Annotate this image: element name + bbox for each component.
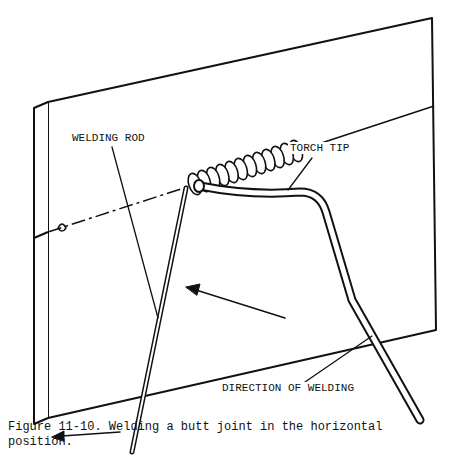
leader-line bbox=[288, 158, 312, 190]
torch-nozzle bbox=[194, 180, 204, 192]
leader-line bbox=[112, 147, 158, 318]
leader-line bbox=[305, 336, 372, 382]
welding-rod bbox=[132, 188, 186, 452]
torch-tip bbox=[200, 186, 420, 420]
direction-label: DIRECTION OF WELDING bbox=[220, 382, 356, 394]
joint-line bbox=[48, 186, 190, 232]
part-label: WELDING ROD bbox=[70, 132, 147, 144]
joint-edge bbox=[34, 232, 48, 238]
part-label: TORCH TIP bbox=[288, 142, 351, 154]
plate bbox=[48, 18, 436, 418]
tack-weld bbox=[58, 224, 66, 231]
arrowhead bbox=[186, 284, 200, 295]
figure-caption: Figure 11-10. Welding a butt joint in th… bbox=[8, 420, 438, 450]
welding-rod bbox=[132, 188, 186, 452]
bead-ripple bbox=[186, 172, 204, 197]
plate-edge bbox=[34, 102, 48, 424]
direction-arrow bbox=[196, 290, 285, 318]
torch-tip bbox=[200, 186, 420, 420]
